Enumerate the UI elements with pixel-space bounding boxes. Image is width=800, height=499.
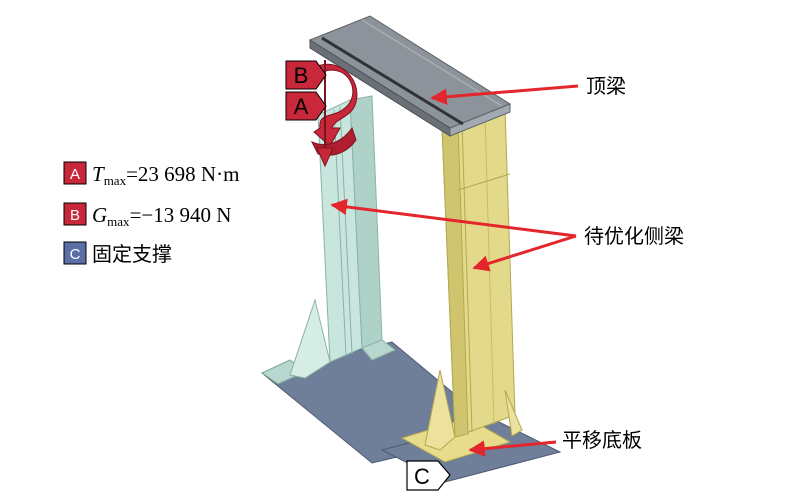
marker-b: B — [285, 60, 327, 90]
legend-item-c: C 固定支撑 — [63, 241, 172, 266]
legend-item-b: B Gmax=−13 940 N — [63, 202, 231, 229]
marker-a: A — [285, 91, 327, 121]
callout-arrows — [330, 84, 579, 457]
legend-badge-c-letter: C — [70, 246, 81, 263]
legend-badge-a — [63, 161, 87, 185]
legend-fixed-support-text: 固定支撑 — [92, 242, 172, 266]
label-top-beam: 顶梁 — [586, 74, 626, 98]
label-base-plate: 平移底板 — [562, 428, 642, 452]
right-column — [424, 107, 523, 451]
top-beam — [308, 15, 512, 137]
legend-badge-a-letter: A — [70, 166, 80, 183]
arrow-side-beam-left — [330, 198, 577, 238]
arrow-top-beam — [430, 84, 579, 106]
legend-force-text: Gmax=−13 940 N — [92, 203, 231, 229]
legend-torque-text: Tmax=23 698 N·m — [92, 162, 239, 188]
marker-b-label: B — [294, 63, 309, 88]
legend-badge-c — [63, 241, 87, 265]
label-side-beam: 待优化侧梁 — [584, 224, 684, 248]
arrow-side-beam-right — [472, 234, 577, 272]
legend-item-a: A Tmax=23 698 N·m — [63, 161, 239, 188]
legend: A Tmax=23 698 N·m B Gmax=−13 940 N C 固定支… — [63, 161, 239, 266]
arrow-base-plate — [468, 440, 557, 457]
marker-c-label: C — [414, 464, 430, 489]
left-column — [289, 95, 396, 379]
legend-badge-b-letter: B — [70, 207, 80, 224]
marker-c: C — [406, 460, 451, 491]
legend-badge-b — [63, 202, 87, 226]
marker-a-label: A — [294, 94, 309, 119]
